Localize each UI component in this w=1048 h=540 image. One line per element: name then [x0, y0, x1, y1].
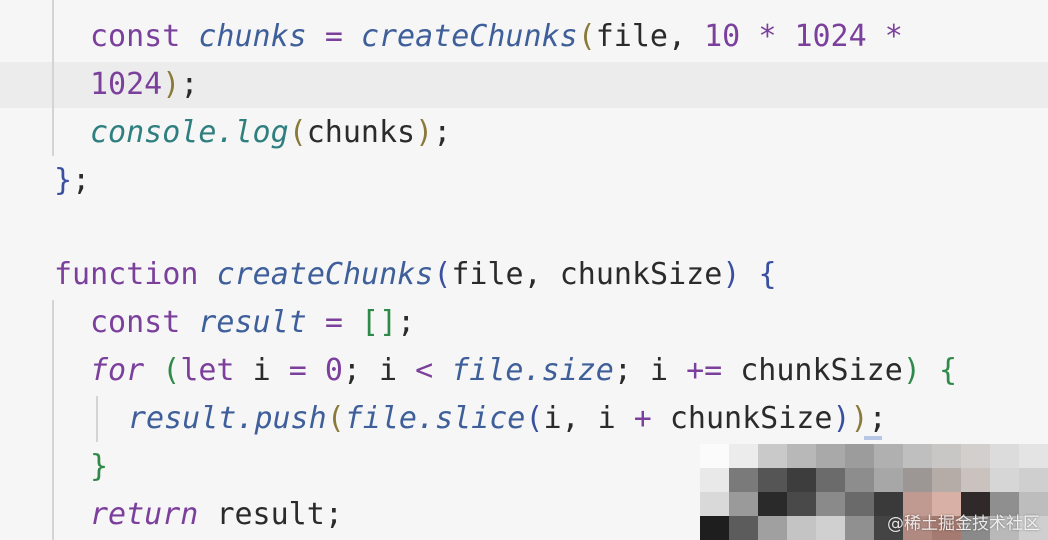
bracket-match-marker: [864, 436, 882, 440]
variable-chunks: chunks: [198, 19, 307, 54]
code-line-5[interactable]: function createChunks(file, chunkSize) {: [54, 252, 777, 298]
code-line-1[interactable]: const chunks = createChunks(file, 10 * 1…: [90, 14, 903, 60]
variable-i: i: [379, 353, 398, 388]
argument-chunks: chunks: [306, 115, 416, 150]
function-call-createChunks: createChunks: [360, 19, 578, 54]
operator-equals: =: [324, 305, 343, 340]
code-line-6[interactable]: const result = [];: [90, 300, 415, 346]
number-1024: 1024: [794, 19, 867, 54]
keyword-const: const: [90, 19, 181, 54]
keyword-for: for: [90, 353, 145, 388]
method-push: push: [254, 401, 327, 436]
current-line-highlight: [0, 62, 1048, 108]
paren-open: (: [326, 401, 345, 436]
object-result: result: [128, 401, 237, 436]
array-literal: []: [360, 305, 398, 340]
paren-close: ): [415, 115, 434, 150]
variable-chunkSize: chunkSize: [740, 353, 903, 388]
code-line-7[interactable]: for (let i = 0; i < file.size; i += chun…: [90, 348, 957, 394]
semicolon: ;: [324, 497, 343, 532]
paren-close: ): [902, 353, 921, 388]
variable-result: result: [198, 305, 307, 340]
variable-chunkSize: chunkSize: [669, 401, 833, 436]
keyword-return: return: [90, 497, 199, 532]
number-1024: 1024: [90, 67, 163, 102]
brace-open: {: [758, 257, 777, 292]
argument-file: file,: [595, 19, 687, 54]
operator-plus: +: [633, 401, 652, 436]
function-name-createChunks: createChunks: [216, 257, 434, 292]
dot: .: [523, 353, 542, 388]
indent-guide: [52, 300, 54, 540]
keyword-const: const: [90, 305, 181, 340]
code-line-10[interactable]: return result;: [90, 492, 343, 538]
semicolon: ;: [180, 67, 199, 102]
brace-open: {: [938, 353, 957, 388]
method-log: log: [234, 115, 289, 150]
operator-equals: =: [288, 353, 307, 388]
paren-open: (: [577, 19, 596, 54]
property-size: size: [541, 353, 614, 388]
paren-close: ): [722, 257, 741, 292]
object-file: file: [451, 353, 524, 388]
operator-less-than: <: [415, 353, 434, 388]
semicolon: ;: [613, 353, 632, 388]
operator-plus-equals: +=: [686, 353, 723, 388]
number-0: 0: [324, 353, 343, 388]
semicolon: ;: [397, 305, 416, 340]
paren-open: (: [288, 115, 307, 150]
operator-equals: =: [324, 19, 343, 54]
semicolon: ;: [72, 163, 91, 198]
dot: .: [216, 115, 235, 150]
keyword-let: let: [180, 353, 235, 388]
object-console: console: [90, 115, 217, 150]
code-line-2[interactable]: 1024);: [90, 62, 198, 108]
code-line-3[interactable]: console.log(chunks);: [90, 110, 451, 156]
paren-close: ): [162, 67, 181, 102]
semicolon: ;: [868, 401, 887, 436]
number-10: 10: [704, 19, 741, 54]
indent-guide: [52, 0, 54, 156]
code-line-9[interactable]: }: [90, 444, 108, 490]
dot: .: [236, 401, 255, 436]
variable-i: i: [252, 353, 271, 388]
code-line-4[interactable]: };: [54, 158, 90, 204]
variable-i: i: [649, 353, 668, 388]
operator-multiply: *: [884, 19, 903, 54]
method-slice: slice: [435, 401, 526, 436]
indent-guide: [96, 396, 98, 442]
object-file: file: [344, 401, 417, 436]
paren-open: (: [525, 401, 544, 436]
variable-result: result: [216, 497, 325, 532]
paren-open: (: [162, 353, 181, 388]
semicolon: ;: [433, 115, 452, 150]
brace-close: }: [90, 449, 109, 484]
keyword-function: function: [54, 257, 199, 292]
paren-close: ): [850, 401, 869, 436]
operator-multiply: *: [758, 19, 777, 54]
watermark-text: @稀土掘金技术社区: [887, 514, 1040, 534]
pixelated-webcam-overlay: [700, 444, 1048, 540]
paren-close: ): [832, 401, 851, 436]
code-line-8[interactable]: result.push(file.slice(i, i + chunkSize)…: [128, 396, 887, 442]
brace-close: }: [54, 163, 73, 198]
dot: .: [417, 401, 436, 436]
paren-open: (: [433, 257, 452, 292]
parameters: file, chunkSize: [451, 257, 723, 292]
semicolon: ;: [342, 353, 361, 388]
arguments: i, i: [543, 401, 616, 436]
